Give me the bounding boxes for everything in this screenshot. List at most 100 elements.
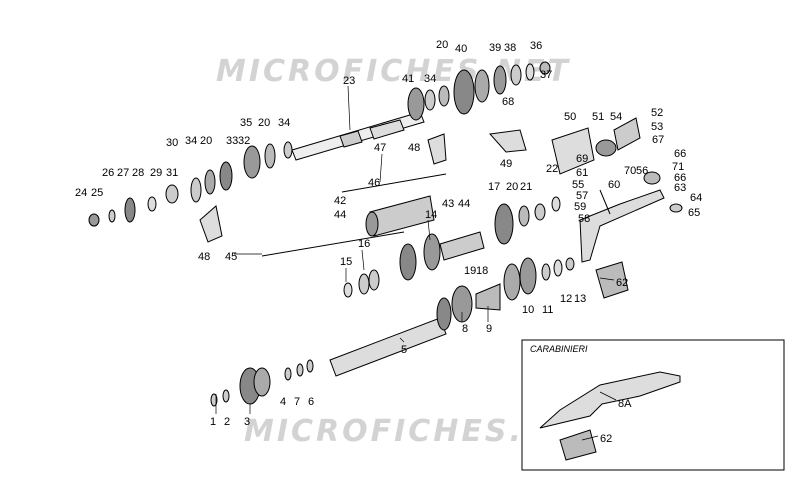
label-6: 6 [308, 396, 314, 408]
label-64: 64 [690, 192, 702, 204]
label-32: 32 [238, 135, 250, 147]
label-44b: 44 [458, 198, 470, 210]
label-71: 71 [672, 161, 684, 173]
label-5: 5 [401, 344, 407, 356]
selector-rod-45 [261, 231, 405, 257]
layshaft-14 [399, 196, 561, 281]
gear-stack-left [88, 141, 293, 227]
label-1: 1 [210, 416, 216, 428]
label-22: 22 [546, 163, 558, 175]
inset-title: CARABINIERI [530, 344, 588, 354]
label-39: 39 [489, 42, 501, 54]
label-47: 47 [374, 142, 386, 154]
label-20: 20 [506, 181, 518, 193]
label-30: 30 [166, 137, 178, 149]
label-56: 56 [636, 165, 648, 177]
label-57: 57 [576, 190, 588, 202]
label-14: 14 [425, 209, 437, 221]
shift-mechanism [551, 117, 683, 215]
selector-fork-48-upper [427, 133, 447, 165]
label-34-top: 34 [424, 73, 436, 85]
label-40: 40 [455, 43, 467, 55]
label-38: 38 [504, 42, 516, 54]
selector-fork-49 [489, 129, 527, 153]
label-54: 54 [610, 111, 622, 123]
label-12: 12 [560, 293, 572, 305]
selector-rod-47 [341, 173, 447, 193]
label-4: 4 [280, 396, 286, 408]
label-26: 26 [102, 167, 114, 179]
label-68: 68 [502, 96, 514, 108]
label-21: 21 [520, 181, 532, 193]
label-13: 13 [574, 293, 586, 305]
label-7: 7 [294, 396, 300, 408]
label-19: 19 [464, 265, 476, 277]
label-55: 55 [572, 179, 584, 191]
label-41: 41 [402, 73, 414, 85]
label-65: 65 [688, 207, 700, 219]
label-23: 23 [343, 75, 355, 87]
label-58: 58 [578, 213, 590, 225]
sleeve-42 [365, 195, 435, 237]
carabinieri-inset [521, 339, 785, 471]
selector-fork-48-lower [199, 205, 223, 243]
label-28: 28 [132, 167, 144, 179]
label-48b: 48 [198, 251, 210, 263]
label-48: 48 [408, 142, 420, 154]
label-36: 36 [530, 40, 542, 52]
label-20-stack: 20 [200, 135, 212, 147]
label-35: 35 [240, 117, 252, 129]
label-53: 53 [651, 121, 663, 133]
label-45: 45 [225, 251, 237, 263]
label-24: 24 [75, 187, 87, 199]
label-60: 60 [608, 179, 620, 191]
gear-cluster-upper [407, 61, 551, 121]
kickstart-lever [579, 189, 665, 299]
label-49: 49 [500, 158, 512, 170]
label-44: 44 [334, 209, 346, 221]
label-15: 15 [340, 256, 352, 268]
label-66: 66 [674, 148, 686, 160]
label-67: 67 [652, 134, 664, 146]
label-37: 37 [540, 69, 552, 81]
washer-16b [368, 269, 380, 291]
label-62: 62 [616, 277, 628, 289]
label-3: 3 [244, 416, 250, 428]
label-31: 31 [166, 167, 178, 179]
washer-15 [343, 282, 353, 298]
label-33: 33 [226, 135, 238, 147]
label-51: 51 [592, 111, 604, 123]
label-34: 34 [278, 117, 290, 129]
label-50: 50 [564, 111, 576, 123]
spring-10 [503, 257, 575, 301]
label-46: 46 [368, 177, 380, 189]
label-9: 9 [486, 323, 492, 335]
label-42: 42 [334, 195, 346, 207]
leader-lines [215, 85, 617, 441]
label-27: 27 [117, 167, 129, 179]
watermark-top: MICROFICHES.NET [216, 54, 571, 89]
label-70: 70 [624, 165, 636, 177]
label-8: 8 [462, 323, 468, 335]
label-17: 17 [488, 181, 500, 193]
label-52: 52 [651, 107, 663, 119]
label-25: 25 [91, 187, 103, 199]
label-61: 61 [576, 167, 588, 179]
label-43: 43 [442, 198, 454, 210]
label-2: 2 [224, 416, 230, 428]
output-shaft-5 [329, 283, 501, 377]
label-66b: 66 [674, 172, 686, 184]
main-shaft-23 [291, 111, 425, 161]
label-16: 16 [358, 238, 370, 250]
label-29: 29 [150, 167, 162, 179]
washer-16 [358, 273, 370, 295]
label-20-top: 20 [436, 39, 448, 51]
label-20-left: 20 [258, 117, 270, 129]
label-63: 63 [674, 182, 686, 194]
label-18: 18 [476, 265, 488, 277]
gear-3 [210, 359, 314, 407]
label-8a: 8A [618, 398, 632, 410]
label-62-inset: 62 [600, 433, 612, 445]
